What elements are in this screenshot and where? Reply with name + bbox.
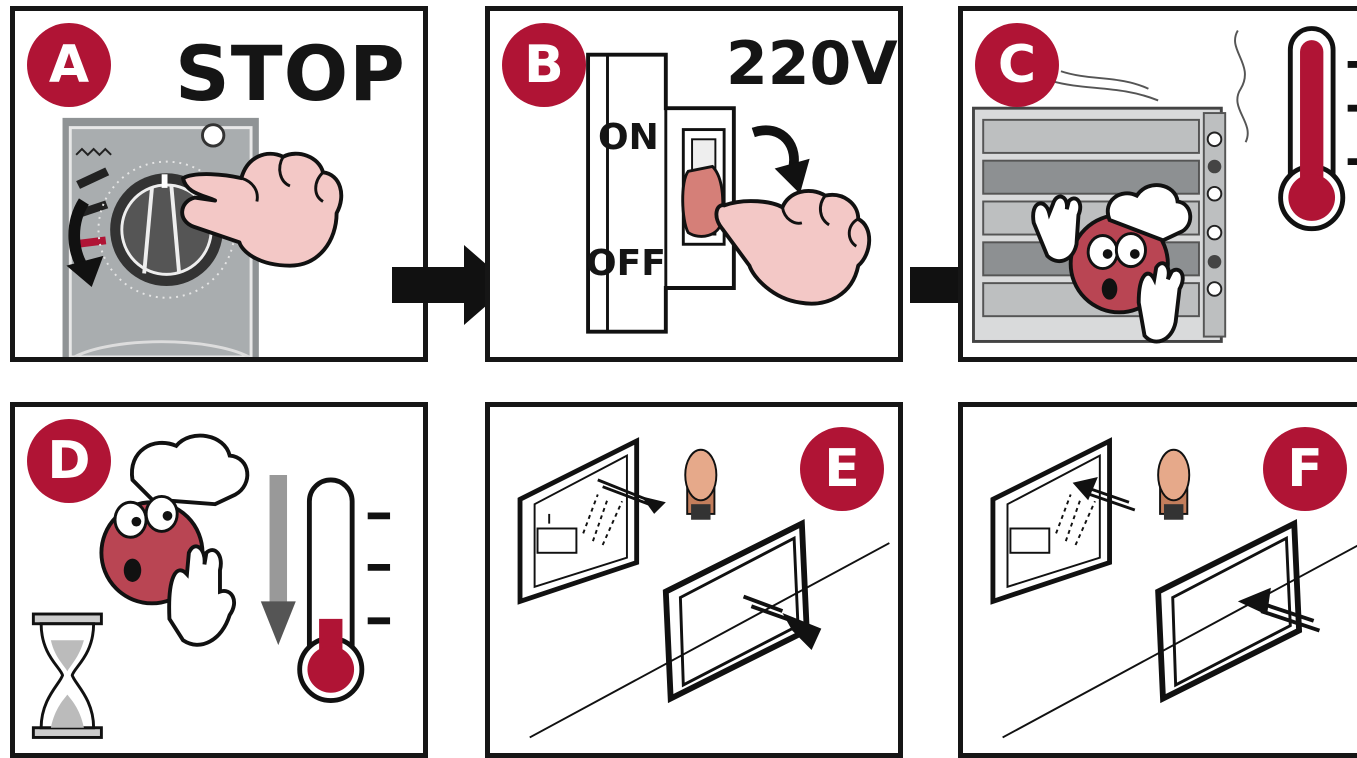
voltage-label: 220V <box>726 29 898 99</box>
step-f-badge: F <box>1263 427 1347 511</box>
chef-icon <box>101 436 247 645</box>
step-b-badge: B <box>502 23 586 107</box>
stop-label: STOP <box>175 29 406 118</box>
step-e-panel: E <box>485 402 903 758</box>
step-d-badge: D <box>27 419 111 503</box>
step-c-panel: C <box>958 6 1357 362</box>
bulb-icon <box>685 450 716 520</box>
bulb-icon <box>1158 450 1189 520</box>
switch-on-label: ON <box>598 117 659 158</box>
step-e-badge: E <box>800 427 884 511</box>
step-d-panel: D <box>10 402 428 758</box>
step-b-panel: B 220V ON OFF <box>485 6 903 362</box>
step-f-panel: F <box>958 402 1357 758</box>
step-a-panel: A STOP <box>10 6 428 362</box>
hourglass-icon <box>33 614 101 737</box>
step-c-badge: C <box>975 23 1059 107</box>
step-a-badge: A <box>27 23 111 107</box>
switch-off-label: OFF <box>586 243 666 284</box>
thermometer-icon <box>300 480 390 701</box>
